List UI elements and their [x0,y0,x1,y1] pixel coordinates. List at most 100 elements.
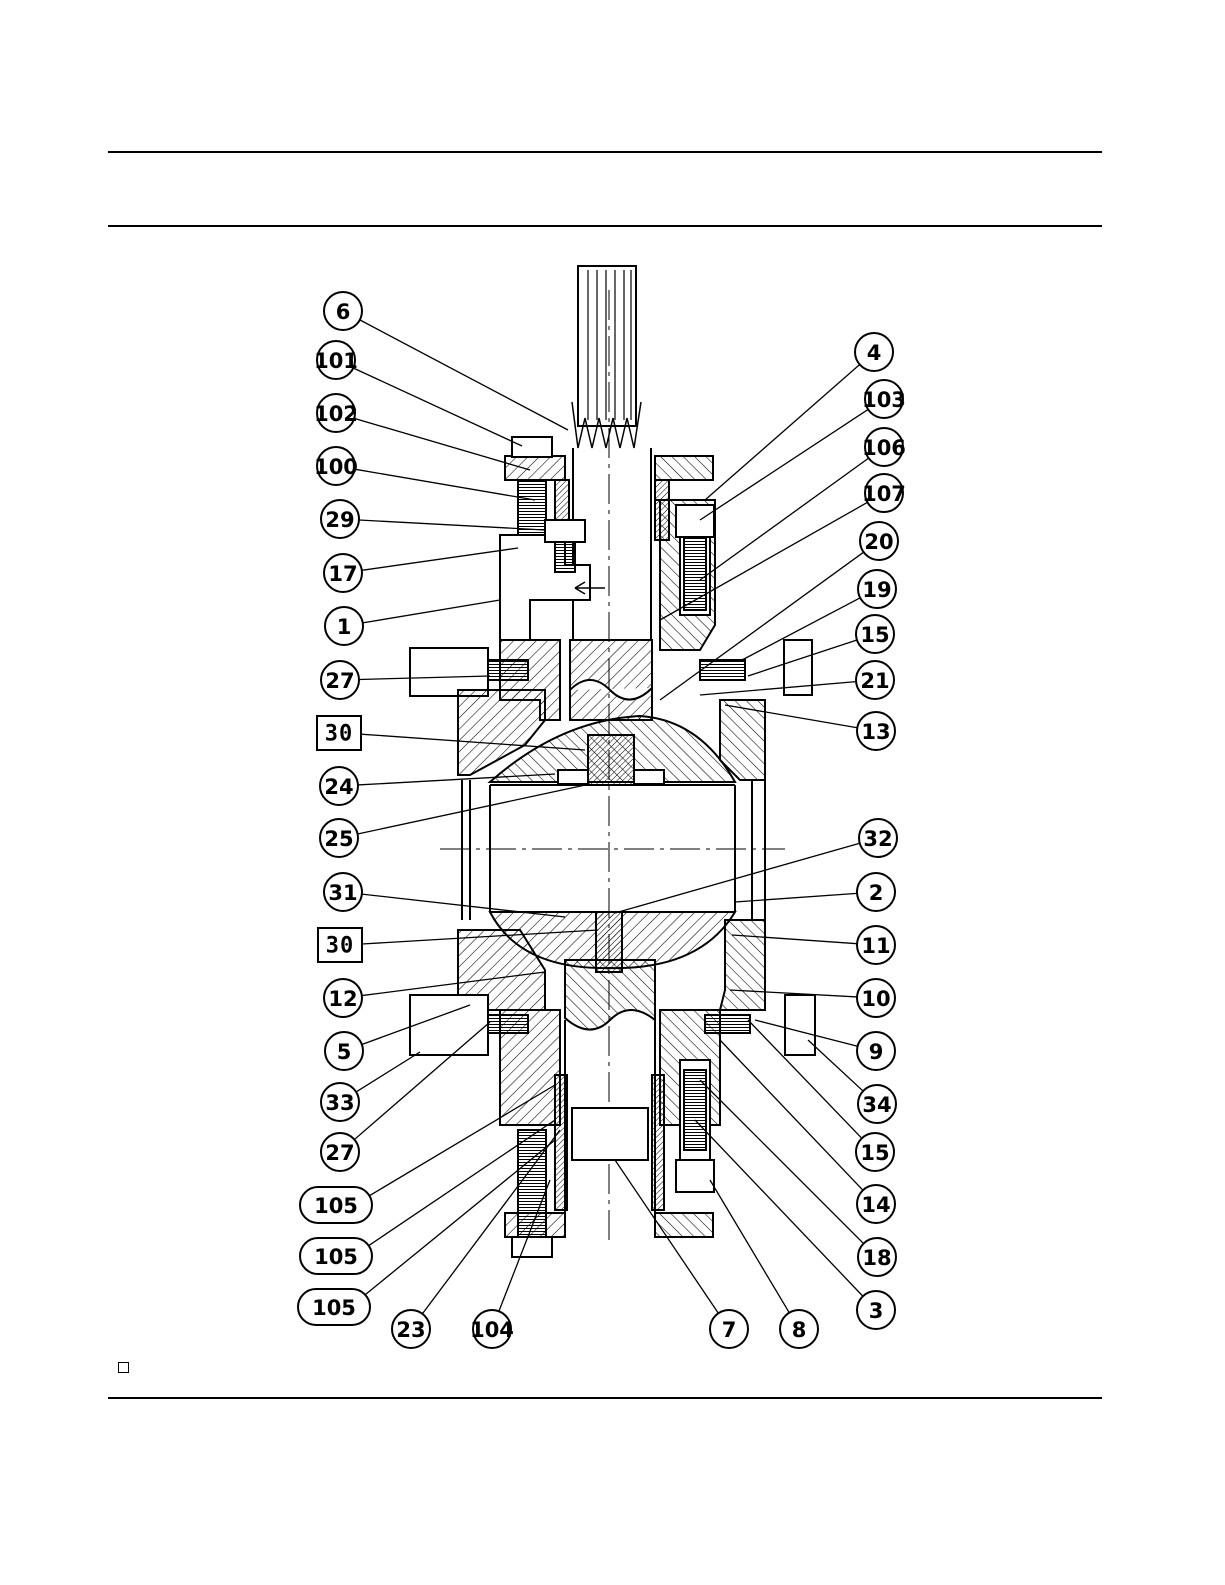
callout-2: 2 [857,873,895,911]
callout-21: 21 [856,661,894,699]
callout-label: 31 [328,881,357,905]
leader-c-4 [705,365,860,500]
callout-4: 4 [855,333,893,371]
callout-19: 19 [858,570,896,608]
callout-label: 8 [792,1318,807,1342]
callout-5: 5 [325,1032,363,1070]
callout-105b: 105 [300,1238,372,1274]
callout-11: 11 [857,926,895,964]
callout-31: 31 [324,873,362,911]
callout-32: 32 [859,819,897,857]
callout-106: 106 [862,428,906,466]
leader-c-6 [360,320,568,430]
callout-label: 25 [324,827,353,851]
callout-15a: 15 [856,615,894,653]
leader-c-33 [356,1052,420,1092]
leader-c-106 [700,458,869,580]
callout-label: 23 [396,1318,425,1342]
callout-100: 100 [314,447,358,485]
callout-label: 33 [325,1091,354,1115]
callout-3: 3 [857,1291,895,1329]
callout-label: 29 [325,508,354,532]
callout-label: 103 [862,388,906,412]
leader-c-25 [358,784,590,834]
callout-label: 105 [314,1245,358,1269]
leader-c-103 [700,409,868,520]
callout-label: 106 [862,436,906,460]
callout-1: 1 [325,607,363,645]
callout-label: 6 [336,300,351,324]
callout-17: 17 [324,554,362,592]
leader-c-101 [353,368,522,446]
callout-label: 19 [862,578,891,602]
callout-label: 24 [324,775,353,799]
callout-23: 23 [392,1310,430,1348]
callout-13: 13 [857,712,895,750]
callout-label: 4 [867,341,882,365]
callout-label: 17 [328,562,357,586]
callout-30b: 30 [318,928,362,962]
callout-label: 27 [325,669,354,693]
callout-label: 100 [314,455,358,479]
callout-105c: 105 [298,1289,370,1325]
callout-label: 13 [861,720,890,744]
callout-8: 8 [780,1310,818,1348]
leader-lines [353,320,868,1314]
callout-label: 105 [314,1194,358,1218]
callout-label: 20 [864,530,893,554]
leader-c-32 [615,843,860,913]
callout-27b: 27 [321,1133,359,1171]
callout-12: 12 [324,979,362,1017]
callout-label: 30 [325,722,354,747]
callout-107: 107 [862,474,906,512]
callout-15b: 15 [856,1133,894,1171]
leader-c-21 [700,682,856,695]
callout-29: 29 [321,500,359,538]
callout-104: 104 [470,1310,514,1348]
leader-c-34 [808,1040,863,1091]
callout-label: 5 [337,1040,352,1064]
callout-label: 7 [722,1318,737,1342]
callout-label: 21 [860,669,889,693]
callout-14: 14 [857,1185,895,1223]
leader-c-17 [362,548,518,570]
callout-label: 9 [869,1040,884,1064]
callout-label: 10 [861,987,890,1011]
callout-24: 24 [320,767,358,805]
leader-c-2 [735,893,857,902]
leader-c-31 [362,894,565,917]
callout-6: 6 [324,292,362,330]
callout-7: 7 [710,1310,748,1348]
callout-label: 18 [862,1246,891,1270]
callout-label: 11 [861,934,890,958]
callout-20: 20 [860,522,898,560]
callout-label: 107 [862,482,906,506]
callout-label: 14 [861,1193,890,1217]
callout-label: 101 [314,349,358,373]
callout-102: 102 [314,394,358,432]
callout-label: 30 [326,934,355,959]
callout-33: 33 [321,1083,359,1121]
callout-label: 12 [328,987,357,1011]
callout-labels: 6101102100291712730242531301253327105105… [298,292,906,1348]
callout-label: 15 [860,623,889,647]
callout-30a: 30 [317,716,361,750]
callout-label: 2 [869,881,884,905]
leader-c-1 [363,600,500,623]
callout-25: 25 [320,819,358,857]
callout-label: 105 [312,1296,356,1320]
callout-label: 15 [860,1141,889,1165]
leader-c-8 [710,1180,789,1313]
leader-c-3 [695,1120,863,1296]
callout-9: 9 [857,1032,895,1070]
callout-label: 104 [470,1318,514,1342]
callout-18: 18 [858,1238,896,1276]
callout-101: 101 [314,341,358,379]
callout-label: 1 [337,615,352,639]
callout-label: 32 [863,827,892,851]
callout-label: 102 [314,402,358,426]
drawing-geometry [410,266,815,1257]
leader-c-14 [720,1040,863,1190]
callout-103: 103 [862,380,906,418]
